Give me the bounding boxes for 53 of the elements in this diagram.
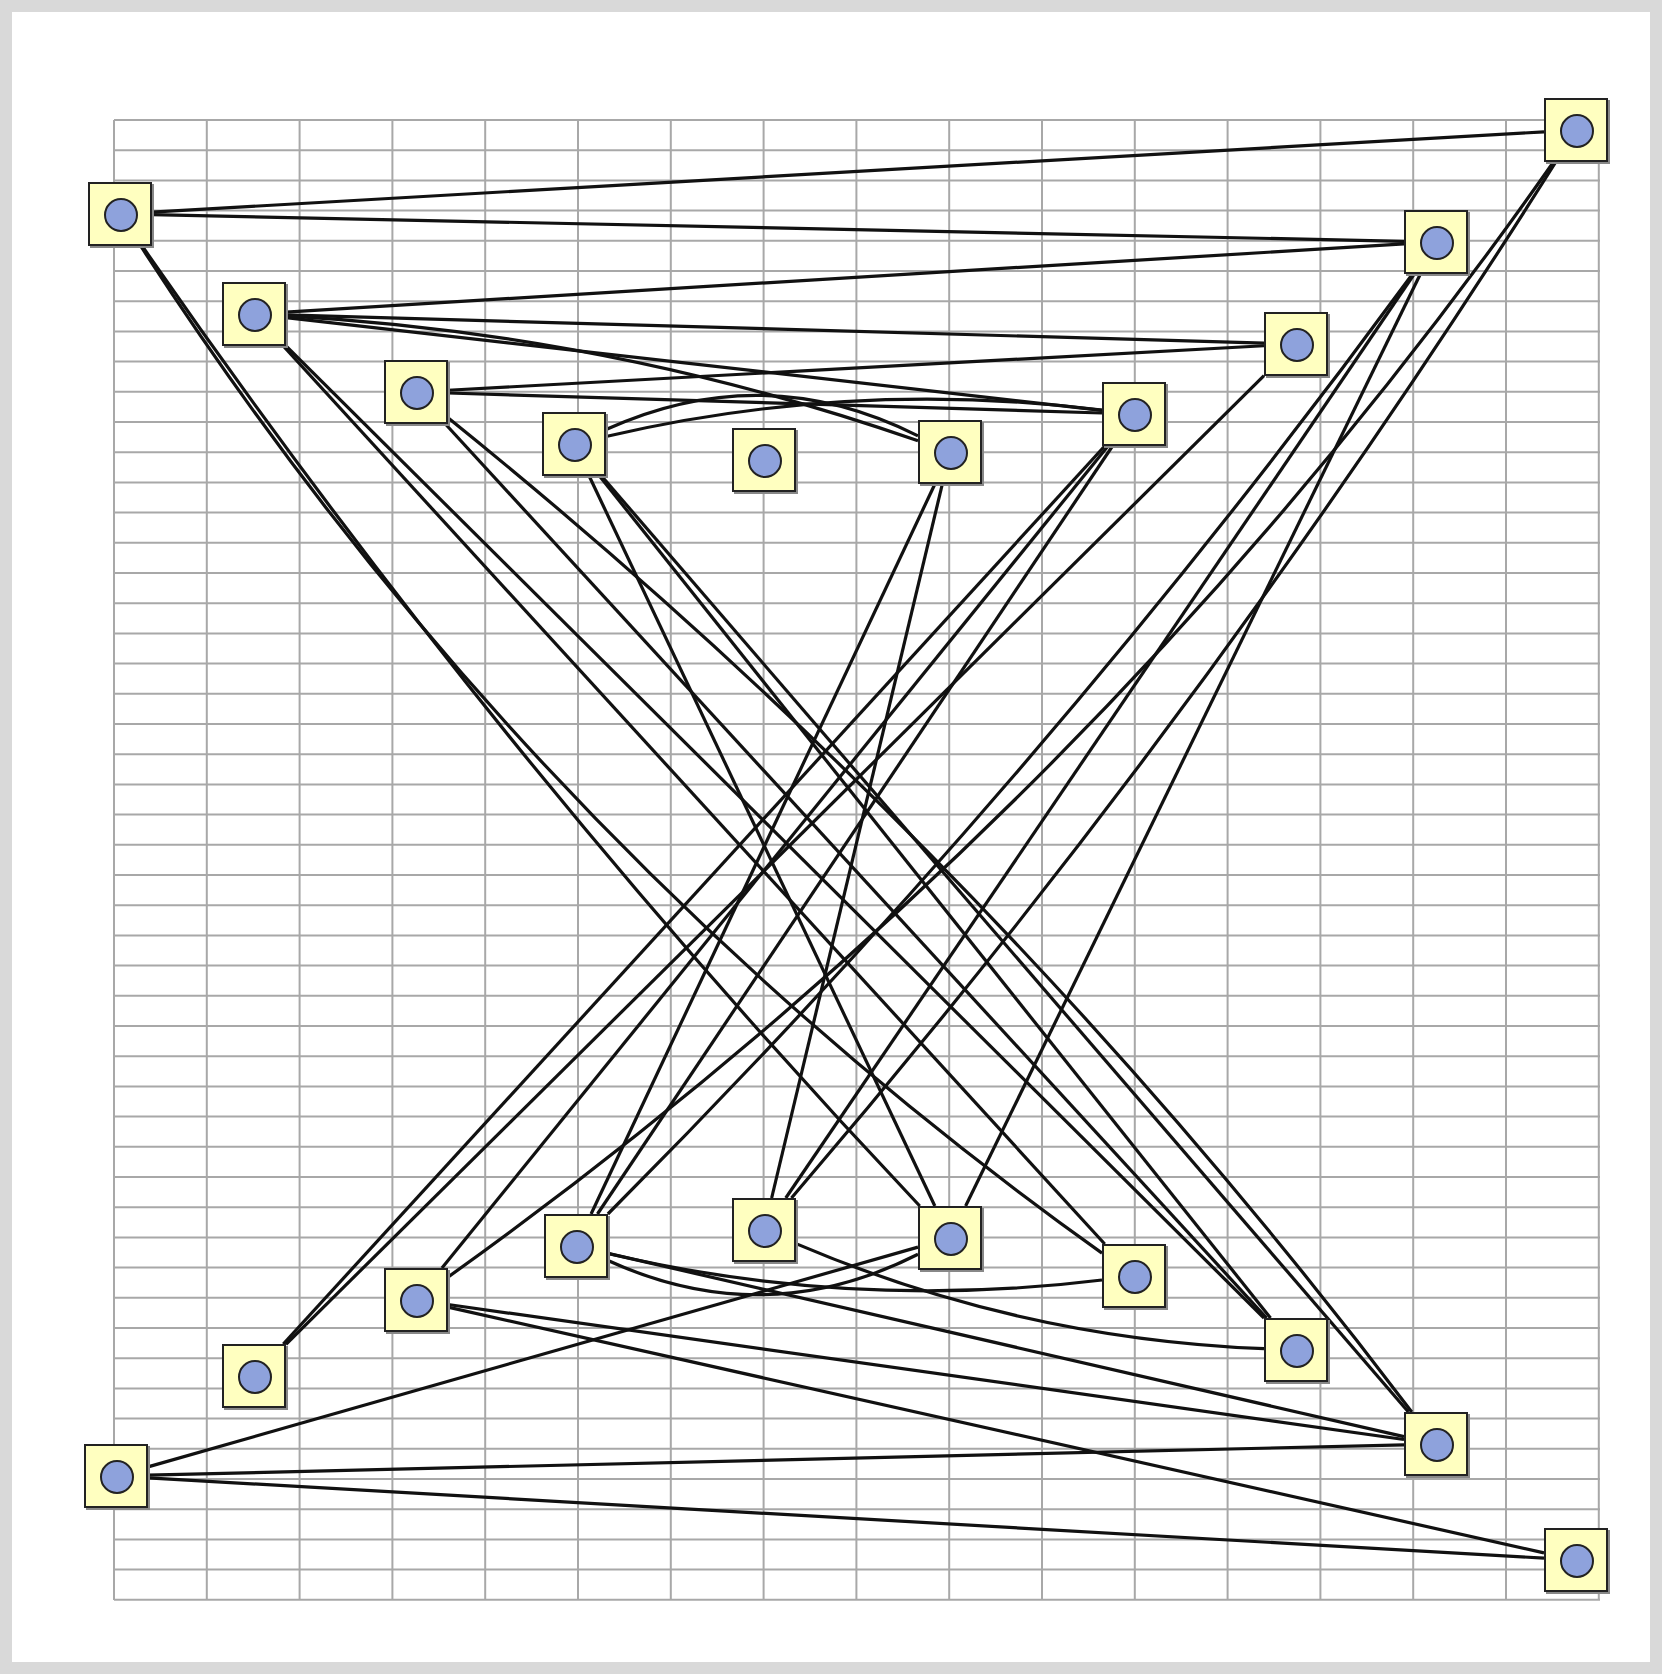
connector-line bbox=[607, 1251, 1405, 1439]
connector-line bbox=[784, 273, 1416, 1199]
connector-line bbox=[447, 416, 1414, 1413]
node-square bbox=[1544, 98, 1608, 162]
node-square bbox=[384, 360, 448, 424]
connector-line bbox=[151, 213, 1405, 243]
node-square bbox=[1102, 1244, 1166, 1308]
connector-line bbox=[596, 445, 1114, 1215]
node-square bbox=[384, 1268, 448, 1332]
connector-line bbox=[285, 242, 1405, 314]
connector-line bbox=[139, 245, 1103, 1255]
node-square bbox=[544, 1214, 608, 1278]
connector-line bbox=[795, 1242, 1265, 1351]
connector-line bbox=[140, 245, 921, 1208]
node-square bbox=[222, 1344, 286, 1408]
connector-line bbox=[447, 344, 1265, 392]
connector-line bbox=[282, 344, 1106, 1246]
connector-line bbox=[147, 1476, 1545, 1560]
node-square bbox=[88, 182, 152, 246]
node-square bbox=[1404, 1412, 1468, 1476]
connector-line bbox=[147, 1245, 919, 1469]
connector-line bbox=[600, 474, 1410, 1414]
connector-line bbox=[285, 313, 1265, 345]
node-square bbox=[918, 1206, 982, 1270]
node-square bbox=[732, 428, 796, 492]
connector-line bbox=[606, 273, 1414, 1216]
connector-line bbox=[444, 422, 1268, 1320]
node-square bbox=[542, 412, 606, 476]
connector-line bbox=[447, 1302, 1405, 1442]
node-square bbox=[1102, 382, 1166, 446]
connector-line bbox=[282, 444, 1106, 1346]
connector-line bbox=[447, 161, 1555, 1279]
node-square bbox=[84, 1444, 148, 1508]
node-square bbox=[732, 1198, 796, 1262]
node-square bbox=[1264, 312, 1328, 376]
connector-line bbox=[605, 397, 1103, 439]
node-square bbox=[1404, 210, 1468, 274]
node-square bbox=[1264, 1318, 1328, 1382]
connector-line bbox=[285, 314, 919, 443]
node-square bbox=[918, 420, 982, 484]
connector-line bbox=[147, 1443, 1405, 1477]
node-square bbox=[222, 282, 286, 346]
connector-line bbox=[447, 391, 1103, 415]
connector-line bbox=[598, 475, 1272, 1319]
connector-line bbox=[790, 161, 1558, 1200]
connector-line bbox=[770, 483, 944, 1199]
connector-line bbox=[605, 393, 919, 438]
node-square bbox=[1544, 1528, 1608, 1592]
connector-line bbox=[151, 130, 1545, 214]
connector-line bbox=[607, 1252, 919, 1297]
connector-line bbox=[440, 445, 1110, 1269]
connector-line bbox=[447, 1305, 1545, 1555]
connector-line bbox=[964, 273, 1422, 1207]
